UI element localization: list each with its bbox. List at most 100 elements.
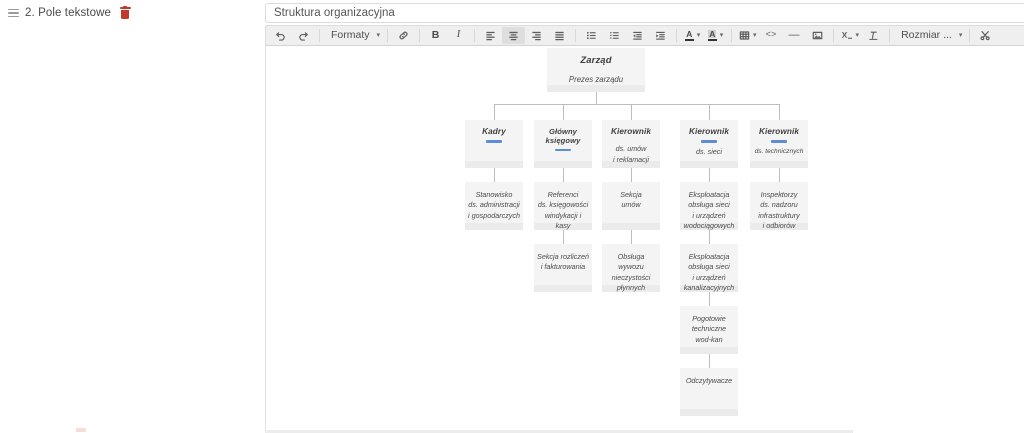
node-zarzad[interactable]: Zarząd Prezes zarządu — [547, 48, 645, 92]
connector — [709, 292, 710, 306]
accent-bar — [701, 140, 717, 143]
accent-bar — [555, 148, 571, 152]
connector — [494, 104, 779, 105]
chevron-down-icon: ▾ — [696, 32, 701, 39]
node-eksploatacja-kanalizacyjna[interactable]: Eksploatacja obsługa sieci i urządzeń ka… — [680, 244, 738, 292]
toolbar-separator — [731, 29, 733, 42]
table-icon[interactable]: ▾ — [736, 27, 760, 44]
connector — [709, 168, 710, 182]
toolbar-separator — [387, 29, 389, 42]
node-referenci[interactable]: Referenci ds. księgowości windykacji i k… — [534, 182, 592, 230]
numbered-list-icon[interactable] — [603, 27, 626, 44]
italic-button[interactable]: I — [456, 29, 461, 41]
connector — [631, 230, 632, 244]
clear-formatting-icon[interactable] — [862, 27, 885, 44]
toolbar-separator — [889, 29, 891, 42]
node-kadry[interactable]: Kadry — [465, 120, 523, 168]
remove-format-icon[interactable]: ▾ — [838, 27, 863, 44]
node-sub: Sekcja rozliczeń i fakturowania — [537, 252, 589, 272]
connector — [709, 354, 710, 368]
link-icon[interactable] — [392, 27, 415, 44]
block-item-label: 2. Pole tekstowe — [25, 7, 111, 19]
node-sekcja-umow[interactable]: Sekcja umów — [602, 182, 660, 230]
node-sub: Stanowisko ds. administracji i gospodarc… — [468, 190, 520, 220]
undo-icon[interactable] — [269, 27, 292, 44]
chevron-down-icon: ▾ — [719, 32, 724, 39]
node-head: Kadry — [482, 127, 506, 136]
toolbar-separator — [474, 29, 476, 42]
node-head: Główny księgowy — [545, 127, 581, 146]
chevron-down-icon: ▾ — [376, 32, 381, 39]
node-sub: Eksploatacja obsługa sieci i urządzeń wo… — [683, 190, 735, 231]
editor-content-area[interactable]: Zarząd Prezes zarządu Kadry Główny księg… — [265, 46, 1024, 431]
node-stanowisko[interactable]: Stanowisko ds. administracji i gospodarc… — [465, 182, 523, 230]
node-kierownik-sieci[interactable]: Kierownik ds. sieci — [680, 120, 738, 168]
toolbar-separator — [832, 29, 834, 42]
horizontal-rule-icon[interactable]: — — [788, 29, 800, 41]
node-sub: Referenci ds. księgowości windykacji i k… — [537, 190, 589, 231]
node-sekcja-rozliczen[interactable]: Sekcja rozliczeń i fakturowania — [534, 244, 592, 292]
connector — [709, 104, 710, 120]
editor-toolbar: Formaty ▾ B I — [265, 25, 1024, 46]
connector — [563, 168, 564, 182]
scissors-icon[interactable] — [974, 27, 997, 44]
editor-bottom-edge — [265, 430, 853, 433]
connector — [596, 92, 597, 104]
node-head: Kierownik — [610, 127, 652, 136]
connector — [494, 168, 495, 182]
connector — [563, 230, 564, 244]
toolbar-separator — [575, 29, 577, 42]
toolbar-separator — [969, 29, 971, 42]
connector — [494, 104, 495, 120]
node-glowny-ksiegowy[interactable]: Główny księgowy — [534, 120, 592, 168]
image-icon[interactable] — [806, 27, 829, 44]
node-sub: Sekcja umów — [620, 190, 642, 210]
title-input[interactable] — [265, 3, 1024, 23]
formats-dropdown[interactable]: Formaty ▾ — [331, 29, 381, 42]
node-sub: ds. umów i reklamacji — [613, 144, 649, 164]
align-justify-icon[interactable] — [548, 27, 571, 44]
toolbar-separator — [676, 29, 678, 42]
node-head: Zarząd — [580, 55, 612, 66]
size-dropdown[interactable]: Rozmiar ... ▾ — [901, 29, 963, 42]
align-left-icon[interactable] — [479, 27, 502, 44]
connector — [709, 230, 710, 244]
node-kierownik-umowy[interactable]: Kierownik ds. umów i reklamacji — [602, 120, 660, 168]
node-kierownik-techniczny[interactable]: Kierownik ds. technicznych — [750, 120, 808, 168]
node-sub: Prezes zarządu — [568, 74, 624, 84]
accent-bar — [486, 140, 502, 143]
connector — [631, 168, 632, 182]
text-color-button[interactable]: A ▾ — [681, 27, 704, 44]
node-inspektorzy[interactable]: Inspektorzy ds. nadzoru infrastruktury i… — [750, 182, 808, 230]
bullet-list-icon[interactable] — [580, 27, 603, 44]
grip-icon[interactable] — [8, 8, 19, 19]
connector — [563, 104, 564, 120]
node-sub: Obsługa wywozu nieczystości płynnych — [611, 252, 651, 293]
outdent-icon[interactable] — [626, 27, 649, 44]
connector — [631, 104, 632, 120]
node-pogotowie[interactable]: Pogotowie techniczne wod-kan — [680, 306, 738, 354]
accent-bar — [771, 140, 787, 143]
indent-icon[interactable] — [649, 27, 672, 44]
block-list-item[interactable]: 2. Pole tekstowe — [8, 4, 248, 22]
toolbar-separator — [319, 29, 320, 42]
bold-button[interactable]: B — [431, 29, 440, 42]
chevron-down-icon: ▾ — [855, 32, 860, 39]
align-right-icon[interactable] — [525, 27, 548, 44]
left-block-panel: 2. Pole tekstowe — [0, 0, 262, 433]
source-code-icon[interactable]: <> — [765, 30, 777, 40]
node-sub: ds. sieci — [696, 146, 722, 156]
trash-icon[interactable] — [119, 5, 131, 19]
redo-icon[interactable] — [292, 27, 315, 44]
align-center-icon[interactable] — [502, 27, 526, 44]
connector — [779, 168, 780, 182]
node-odczytywacze[interactable]: Odczytywacze — [680, 368, 738, 416]
org-chart: Zarząd Prezes zarządu Kadry Główny księg… — [266, 46, 1024, 431]
node-eksploatacja-wodociagowa[interactable]: Eksploatacja obsługa sieci i urządzeń wo… — [680, 182, 738, 230]
node-sub: ds. technicznych — [754, 147, 804, 155]
chevron-down-icon: ▾ — [753, 32, 757, 39]
next-block-partial — [76, 428, 86, 432]
node-obsluga-wywozu[interactable]: Obsługa wywozu nieczystości płynnych — [602, 244, 660, 292]
background-color-button[interactable]: A ▾ — [704, 27, 727, 44]
